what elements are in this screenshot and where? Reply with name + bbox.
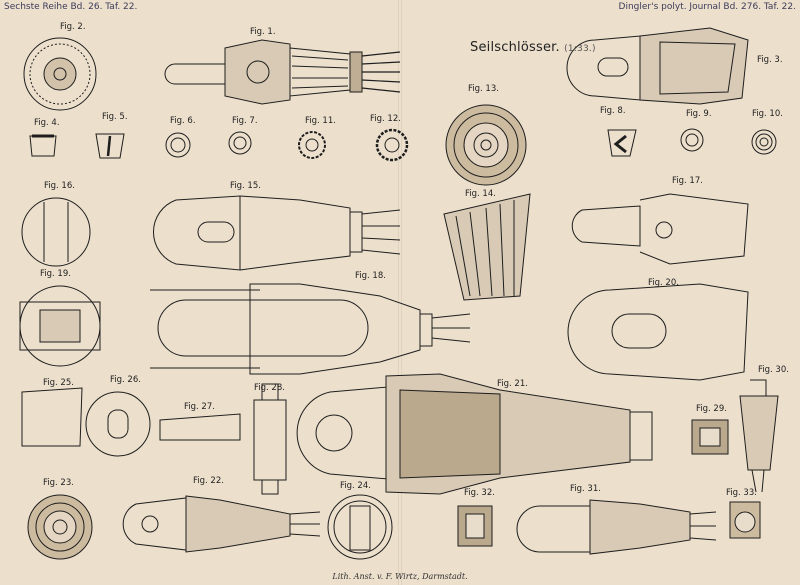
fig-27-drawing: [159, 413, 241, 441]
fig-29-label: Fig. 29.: [696, 404, 727, 414]
fig-31-label: Fig. 31.: [570, 484, 601, 494]
fig-25-drawing: [21, 387, 83, 447]
fig-23-label: Fig. 23.: [43, 478, 74, 488]
fig-2-drawing: [23, 37, 97, 111]
fig-11-12-drawing: [298, 128, 409, 162]
fig-21-drawing: [296, 373, 653, 495]
fig-23-drawing: [27, 494, 93, 560]
title-text: Seilschlösser.: [470, 40, 560, 55]
fig-1-drawing: [164, 39, 401, 105]
fig-15-drawing: [152, 195, 401, 271]
page-crease: [398, 0, 402, 585]
fig-33-drawing: [729, 501, 761, 539]
fig-27-label: Fig. 27.: [184, 402, 215, 412]
fig-32-drawing: [457, 505, 493, 547]
fig-16-label: Fig. 16.: [44, 181, 75, 191]
fig-6-label: Fig. 6.: [170, 116, 196, 126]
fig-12-label: Fig. 12.: [370, 114, 401, 124]
fig-31-drawing: [516, 499, 717, 555]
fig-20-label: Fig. 20.: [648, 278, 679, 288]
fig-1-label: Fig. 1.: [250, 27, 276, 37]
fig-5-drawing: [95, 133, 125, 159]
fig-29-drawing: [691, 419, 729, 455]
fig-5-label: Fig. 5.: [102, 112, 128, 122]
fig-26-label: Fig. 26.: [110, 375, 141, 385]
fig-30-label: Fig. 30.: [758, 365, 789, 375]
fig-19-label: Fig. 19.: [40, 269, 71, 279]
fig-3-drawing: [566, 27, 749, 105]
fig-28-label: Fig. 28.: [254, 383, 285, 393]
fig-13-drawing: [445, 104, 527, 186]
fig-14-drawing: [443, 193, 531, 301]
fig-18-drawing: [150, 283, 471, 375]
header-left: Sechste Reihe Bd. 26. Taf. 22.: [4, 2, 138, 12]
fig-3-label: Fig. 3.: [757, 55, 783, 65]
fig-6-7-drawing: [165, 131, 252, 158]
fig-13-label: Fig. 13.: [468, 84, 499, 94]
header-right: Dingler's polyt. Journal Bd. 276. Taf. 2…: [618, 2, 796, 12]
fig-33-label: Fig. 33.: [726, 488, 757, 498]
fig-2-label: Fig. 2.: [60, 22, 86, 32]
fig-15-label: Fig. 15.: [230, 181, 261, 191]
fig-7-label: Fig. 7.: [232, 116, 258, 126]
fig-24-label: Fig. 24.: [340, 481, 371, 491]
fig-25-label: Fig. 25.: [43, 378, 74, 388]
fig-32-label: Fig. 32.: [464, 488, 495, 498]
fig-10-label: Fig. 10.: [752, 109, 783, 119]
fig-4-drawing: [29, 135, 57, 157]
fig-18-label: Fig. 18.: [355, 271, 386, 281]
fig-22-drawing: [122, 495, 321, 553]
fig-9-label: Fig. 9.: [686, 109, 712, 119]
fig-21-label: Fig. 21.: [497, 379, 528, 389]
fig-8-label: Fig. 8.: [600, 106, 626, 116]
fig-19-drawing: [19, 285, 101, 367]
fig-14-label: Fig. 14.: [465, 189, 496, 199]
fig-4-label: Fig. 4.: [34, 118, 60, 128]
fig-26-drawing: [85, 391, 151, 457]
fig-17-label: Fig. 17.: [672, 176, 703, 186]
fig-8-9-10-drawing: [607, 128, 777, 157]
printer-credit: Lith. Anst. v. F. Wirtz, Darmstadt.: [332, 572, 468, 581]
fig-28-drawing: [253, 383, 287, 495]
fig-22-label: Fig. 22.: [193, 476, 224, 486]
plate-title: Seilschlösser. (1:33.): [470, 40, 596, 55]
fig-20-drawing: [567, 283, 749, 381]
fig-11-label: Fig. 11.: [305, 116, 336, 126]
fig-30-drawing: [739, 379, 779, 493]
fig-16-drawing: [21, 197, 91, 267]
fig-24-drawing: [327, 494, 393, 560]
scale-text: (1:33.): [564, 44, 596, 54]
fig-17-drawing: [571, 193, 749, 265]
